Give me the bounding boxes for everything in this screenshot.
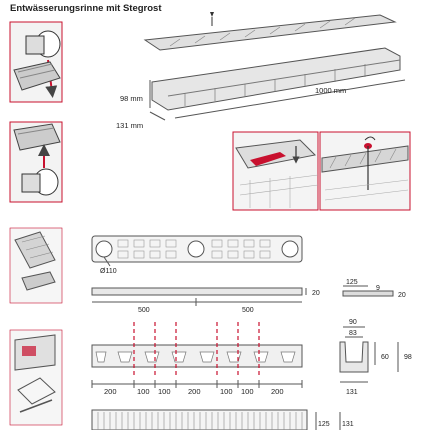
endcap-install-panel-1: [9, 21, 63, 103]
bottom-grate-strip: 125 131: [91, 409, 354, 430]
outer-height-label: 98: [404, 354, 412, 361]
cut-view: 200 100 100 200 100 100 200: [91, 322, 303, 396]
outlet-hole-right: [281, 240, 299, 258]
grate-height-label: 20: [398, 292, 406, 299]
detail-screw-panel: [319, 131, 411, 211]
base-width-label: 131: [346, 389, 358, 396]
overview-dimensions: 98 mm 131 mm 1000 mm: [116, 79, 406, 130]
page-title: Entwässerungsrinne mit Stegrost: [10, 3, 162, 14]
strip-value-b: 131: [342, 421, 354, 428]
grate-thickness-label: 9: [376, 285, 380, 292]
side-view: 20 500 500: [91, 287, 320, 314]
segment-label-7: 200: [271, 387, 284, 396]
segment-label-5: 100: [220, 387, 233, 396]
segment-label-3: 100: [158, 387, 171, 396]
hole-diameter-label: Ø110: [100, 268, 117, 275]
height-label: 98 mm: [120, 94, 143, 103]
left-half-label: 500: [138, 307, 150, 314]
grate-3d: [143, 12, 397, 51]
channel-cross-section: 90 83 60 98 131: [339, 319, 412, 396]
length-label: 1000 mm: [315, 86, 346, 95]
grate-detail-panel: [9, 227, 63, 304]
grate-width-label: 125: [346, 279, 358, 286]
cut-detail-panel: [9, 329, 63, 426]
detail-connection-panel: [232, 131, 319, 211]
segment-label-1: 200: [104, 387, 117, 396]
segment-label-2: 100: [137, 387, 150, 396]
right-half-label: 500: [242, 307, 254, 314]
side-thickness-label: 20: [312, 290, 320, 297]
endcap-install-panel-2: [9, 121, 63, 203]
segment-label-4: 200: [188, 387, 201, 396]
screw-icon: [210, 12, 214, 17]
inner-width-label: 83: [349, 330, 357, 337]
top-width-label: 90: [349, 319, 357, 326]
segment-label-6: 100: [241, 387, 254, 396]
inner-height-label: 60: [381, 354, 389, 361]
channel-3d: [151, 47, 401, 111]
outlet-hole-center: [187, 240, 205, 258]
grate-section: 125 9 20: [342, 279, 406, 299]
top-view: Ø110: [91, 235, 303, 275]
outlet-hole-left: [95, 240, 113, 258]
width-label: 131 mm: [116, 121, 143, 130]
strip-value-a: 125: [318, 421, 330, 428]
